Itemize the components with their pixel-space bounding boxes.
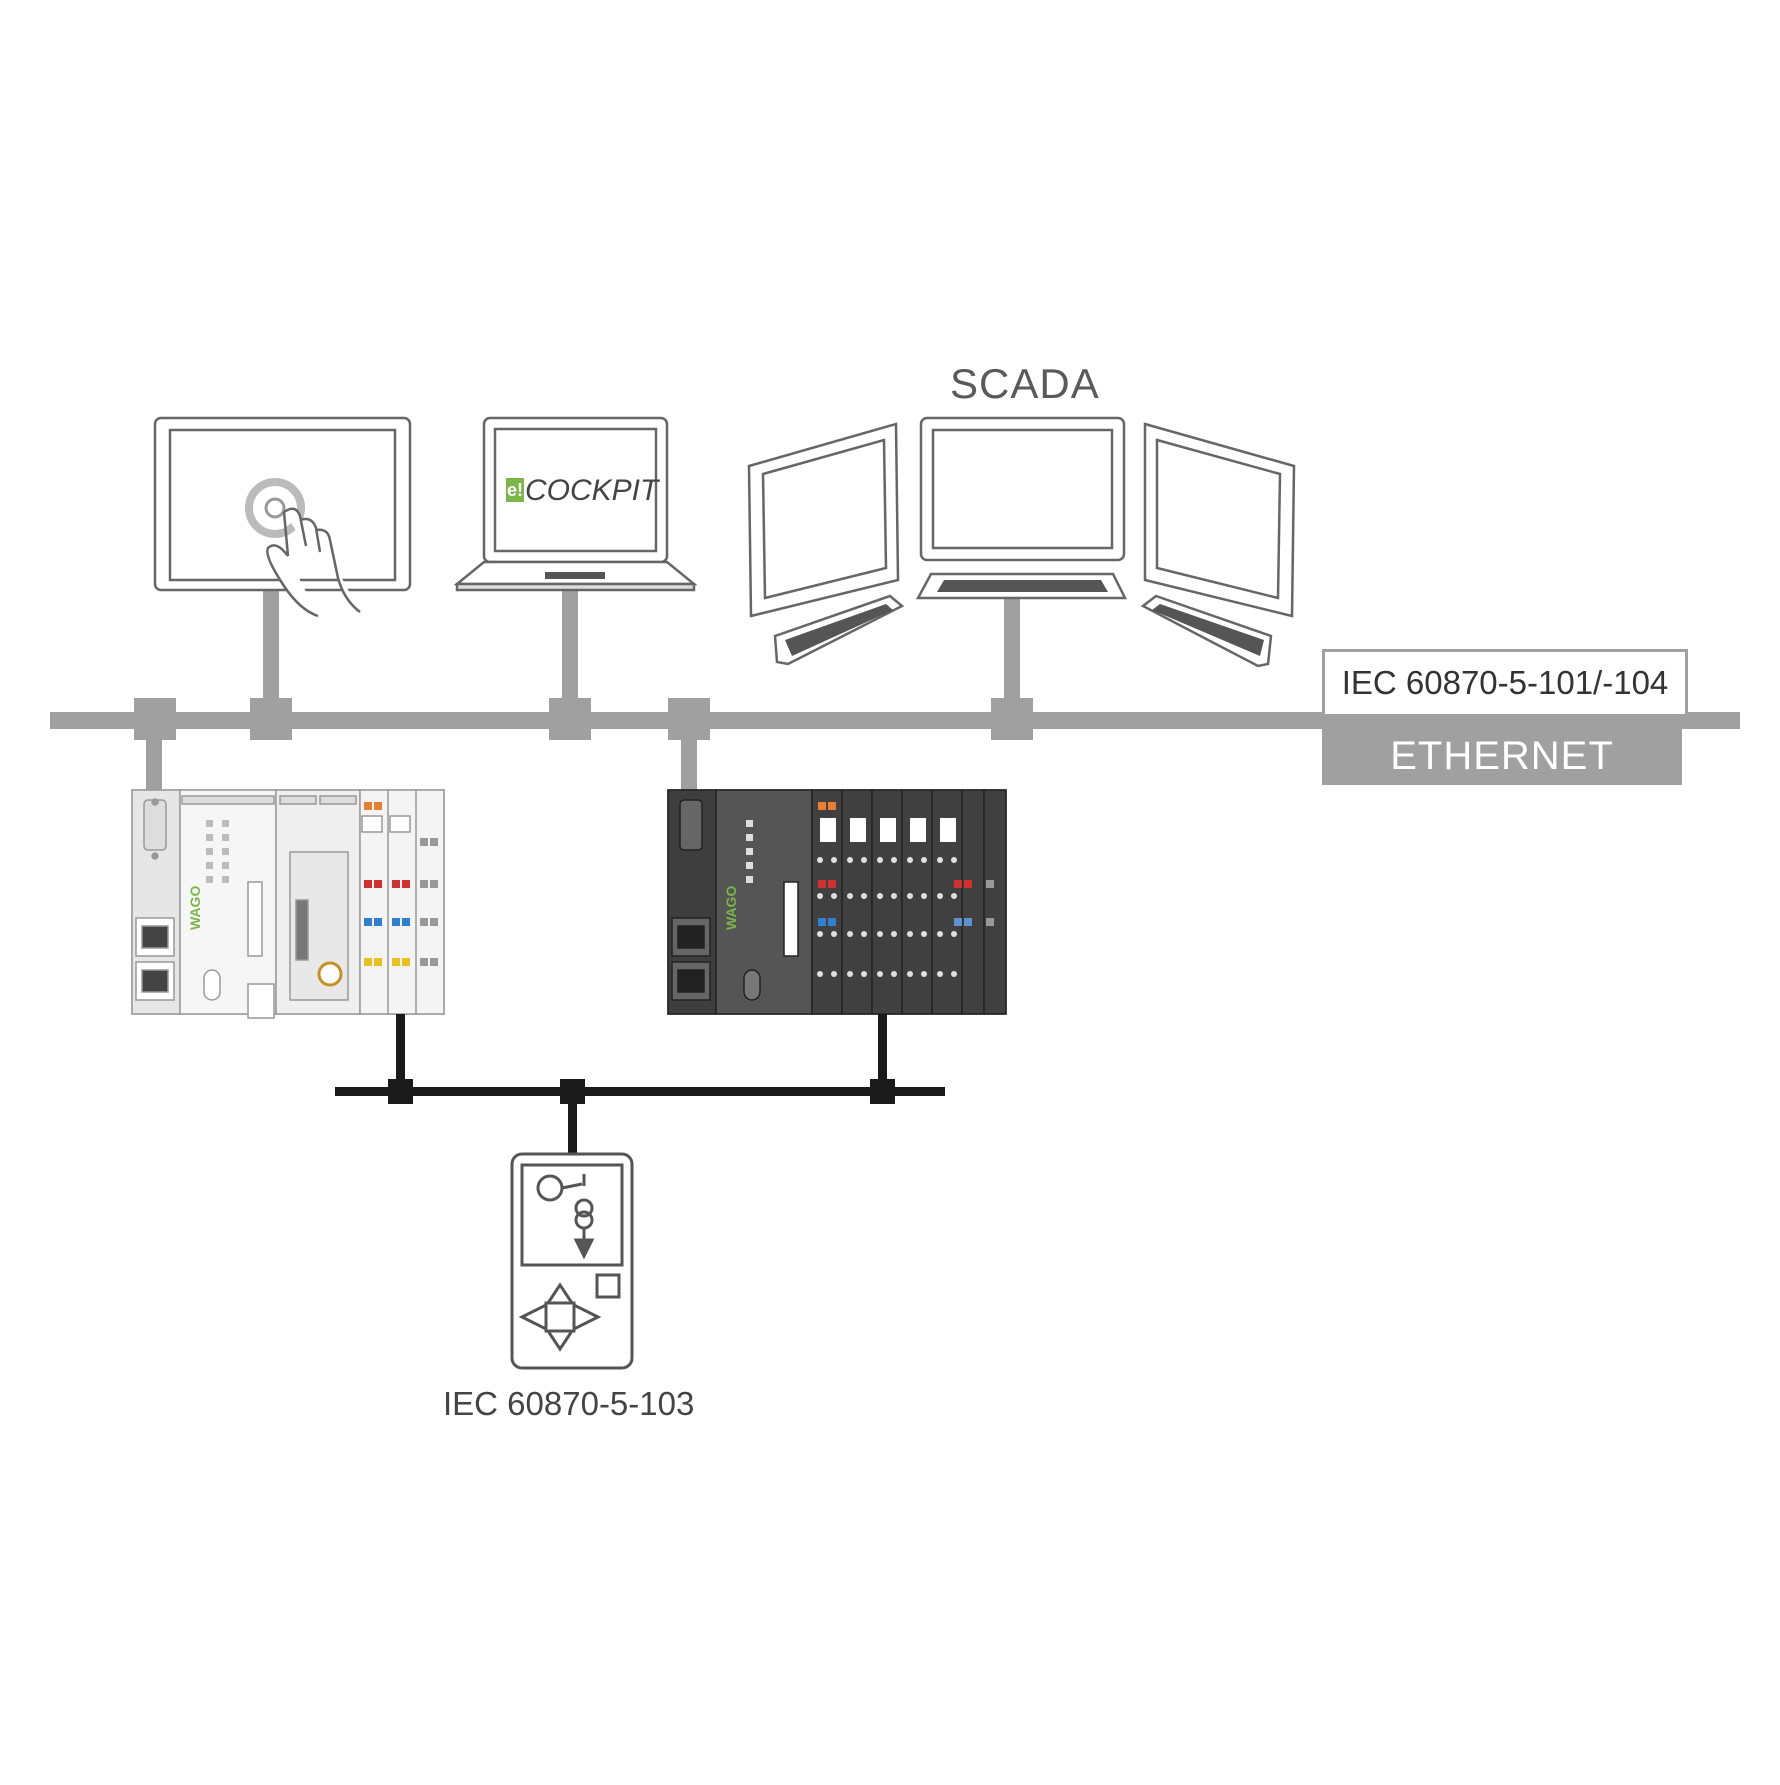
- svg-text:WAGO: WAGO: [187, 886, 203, 930]
- fb-junction-3: [870, 1079, 895, 1104]
- cockpit-app-label: COCKPIT: [525, 474, 659, 507]
- svg-text:WAGO: WAGO: [723, 886, 739, 930]
- drop-laptop: [562, 582, 578, 716]
- scada-label: SCADA: [950, 360, 1100, 407]
- drop-plc-dark-bus: [878, 1014, 887, 1092]
- fb-junction-2: [560, 1079, 585, 1104]
- drop-relay: [568, 1090, 577, 1156]
- junction-3: [549, 698, 591, 740]
- protocol-bottom-label: IEC 60870-5-103: [443, 1385, 695, 1422]
- ethernet-label: ETHERNET: [1322, 727, 1682, 785]
- drop-plc-light-bus: [396, 1014, 405, 1092]
- junction-5: [991, 698, 1033, 740]
- cockpit-logo-badge: e!: [506, 478, 524, 502]
- drop-scada: [1004, 596, 1020, 716]
- plc-controller-dark-icon: WAGO: [667, 789, 1007, 1015]
- junction-2: [250, 698, 292, 740]
- protection-relay-icon: [510, 1152, 634, 1370]
- ethernet-bus: [50, 582, 1740, 794]
- junction-1: [134, 698, 176, 740]
- protocol-top-label: IEC 60870-5-101/-104: [1322, 649, 1688, 717]
- scada-monitor-icon: [747, 416, 1296, 668]
- touch-panel-icon: [153, 416, 412, 618]
- drop-plc-dark: [681, 726, 697, 794]
- ethernet-line: [50, 712, 1740, 729]
- plc-controller-icon: WAGO: [131, 789, 445, 1019]
- terminal-dots: [817, 857, 957, 977]
- drop-plc-light: [146, 726, 162, 794]
- junction-4: [668, 698, 710, 740]
- fieldbus-line: [335, 1087, 945, 1096]
- drop-touch-panel: [263, 588, 279, 716]
- fieldbus: [335, 1014, 945, 1156]
- fb-junction-1: [388, 1079, 413, 1104]
